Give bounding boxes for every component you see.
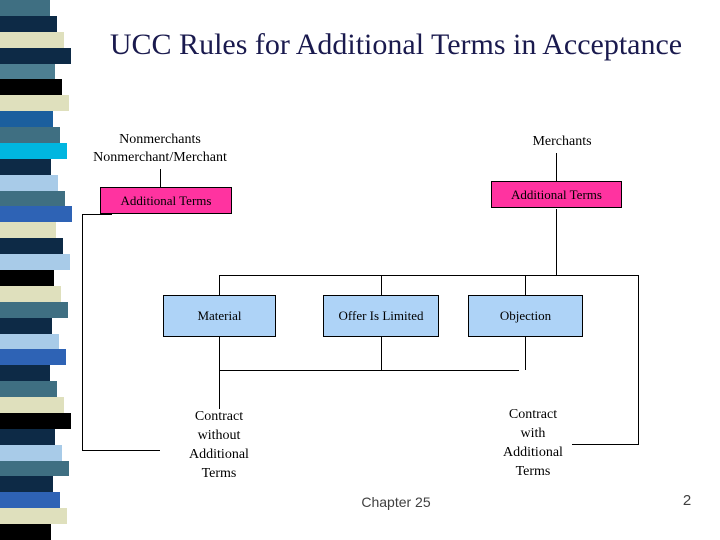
strip-band [0, 79, 62, 95]
objection-box[interactable]: Objection [468, 295, 583, 337]
strip-band [0, 508, 67, 524]
connector-line [381, 337, 382, 370]
additional-terms-right-label: Additional Terms [511, 186, 602, 202]
strip-band [0, 143, 67, 159]
material-label: Material [197, 308, 242, 323]
footer-page-number: 2 [682, 492, 692, 509]
strip-band [0, 365, 50, 381]
strip-band [0, 476, 53, 492]
additional-terms-right-box[interactable]: Additional Terms [491, 181, 622, 208]
strip-band [0, 175, 58, 191]
strip-band [0, 429, 55, 445]
strip-band [0, 111, 53, 127]
strip-band [0, 492, 60, 508]
strip-band [0, 270, 54, 286]
connector-line [219, 370, 519, 371]
strip-band [0, 159, 51, 175]
additional-terms-left-label: Additional Terms [120, 192, 212, 208]
connector-line [525, 337, 526, 370]
strip-band [0, 222, 56, 238]
connector-line [556, 275, 639, 276]
page-title: UCC Rules for Additional Terms in Accept… [109, 28, 683, 61]
strip-band [0, 0, 50, 16]
connector-line [82, 214, 83, 450]
connector-line [160, 169, 161, 187]
strip-band [0, 413, 71, 429]
strip-band [0, 95, 69, 111]
connector-line [525, 275, 526, 295]
strip-band [0, 32, 64, 48]
strip-band [0, 334, 59, 349]
strip-band [0, 286, 61, 302]
objection-label: Objection [499, 308, 552, 323]
merchants-label: Merchants [532, 134, 592, 149]
strip-band [0, 397, 64, 413]
connector-line [556, 153, 557, 181]
strip-band [0, 445, 62, 461]
connector-line [82, 214, 112, 215]
strip-band [0, 254, 70, 270]
footer-chapter: Chapter 25 [361, 494, 431, 510]
connector-line [638, 275, 639, 445]
strip-band [0, 302, 68, 318]
connector-line [219, 275, 557, 276]
strip-band [0, 64, 55, 79]
offer-is-limited-label: Offer Is Limited [338, 308, 424, 323]
strip-band [0, 191, 65, 206]
strip-band [0, 48, 71, 64]
contract-with-label: Contract with Additional Terms [503, 407, 563, 479]
strip-band [0, 16, 57, 32]
strip-band [0, 318, 52, 334]
connector-line [219, 337, 220, 409]
decorative-color-strip [0, 0, 72, 540]
contract-without-label: Contract without Additional Terms [189, 409, 249, 481]
strip-band [0, 206, 72, 222]
strip-band [0, 238, 63, 254]
strip-band [0, 524, 51, 540]
offer-is-limited-box[interactable]: Offer Is Limited [323, 295, 439, 337]
nonmerchants-label: Nonmerchants Nonmerchant/Merchant [93, 132, 227, 165]
connector-line [572, 444, 638, 445]
strip-band [0, 349, 66, 365]
strip-band [0, 127, 60, 143]
strip-band [0, 461, 69, 476]
strip-band [0, 381, 57, 397]
connector-line [381, 275, 382, 295]
connector-line [219, 275, 220, 295]
connector-line [556, 209, 557, 275]
material-box[interactable]: Material [163, 295, 276, 337]
connector-line [82, 450, 160, 451]
additional-terms-left-box[interactable]: Additional Terms [100, 187, 232, 214]
